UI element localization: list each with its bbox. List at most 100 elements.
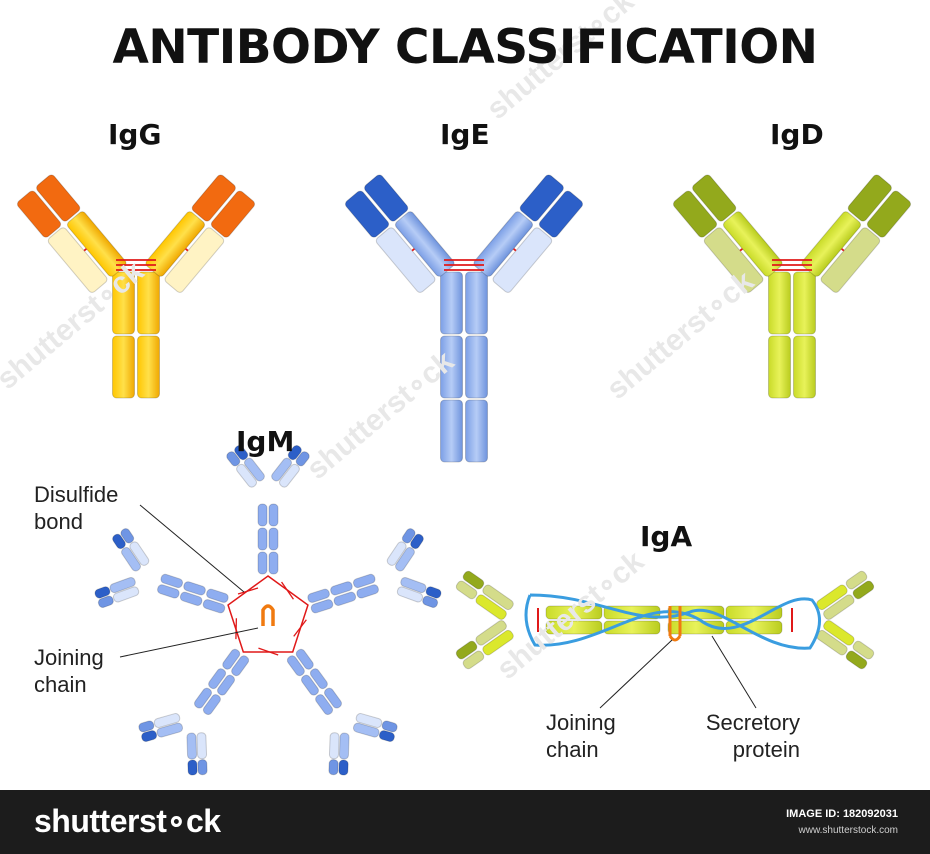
igm-arm bbox=[352, 713, 398, 742]
heavy-variable bbox=[36, 174, 81, 222]
note-line: protein bbox=[732, 737, 800, 762]
leader-line bbox=[119, 627, 259, 658]
image-id: IMAGE ID: 182092031 bbox=[786, 808, 898, 820]
igm-arm bbox=[186, 732, 208, 776]
light-variable bbox=[197, 759, 208, 776]
heavy-variable bbox=[287, 445, 302, 461]
heavy-chain-constant bbox=[137, 335, 160, 399]
disulfide-bond bbox=[411, 248, 415, 252]
heavy-chain-constant bbox=[206, 588, 229, 603]
heavy-chain bbox=[156, 722, 184, 738]
heavy-chain-constant bbox=[193, 687, 213, 709]
heavy-chain-constant bbox=[268, 551, 279, 575]
right-arm bbox=[145, 174, 256, 293]
disulfide-bond bbox=[841, 248, 845, 252]
light-chain bbox=[823, 594, 855, 620]
igg-antibody bbox=[16, 174, 256, 399]
heavy-chain-constant bbox=[112, 271, 135, 335]
heavy-chain-constant bbox=[465, 335, 488, 399]
heavy-chain-constant bbox=[112, 335, 135, 399]
light-chain bbox=[482, 584, 514, 611]
note-line: Joining bbox=[34, 645, 104, 670]
heavy-chain-constant bbox=[545, 605, 603, 620]
igm-arm bbox=[94, 576, 140, 608]
light-chain bbox=[153, 713, 181, 728]
note-line: Joining bbox=[546, 710, 616, 735]
joining-chain-note-iga: Joining chain bbox=[546, 709, 616, 763]
page-title: ANTIBODY CLASSIFICATION bbox=[112, 20, 818, 75]
heavy-chain-constant bbox=[465, 271, 488, 335]
heavy-chain-constant bbox=[330, 581, 353, 596]
heavy-chain-constant bbox=[300, 674, 320, 696]
iga-dimer bbox=[455, 570, 875, 670]
heavy-chain-constant bbox=[286, 655, 305, 677]
disulfide-bond bbox=[739, 248, 743, 252]
igm-monomer bbox=[138, 647, 279, 776]
note-line: chain bbox=[546, 737, 599, 762]
heavy-chain bbox=[395, 546, 415, 572]
iga-arm bbox=[455, 570, 514, 620]
heavy-chain-constant bbox=[793, 271, 816, 335]
heavy-variable bbox=[462, 650, 485, 670]
light-chain bbox=[475, 620, 507, 646]
heavy-chain-constant bbox=[202, 694, 221, 716]
disulfide-bond bbox=[281, 581, 294, 600]
heavy-chain-constant bbox=[257, 551, 268, 575]
heavy-chain-constant bbox=[310, 599, 334, 614]
heavy-chain bbox=[109, 576, 136, 594]
left-arm bbox=[672, 174, 783, 293]
heavy-chain bbox=[271, 457, 293, 482]
joining-chain bbox=[261, 604, 275, 626]
heavy-chain bbox=[243, 457, 265, 482]
disulfide-bond bbox=[237, 587, 259, 595]
light-chain bbox=[820, 227, 881, 293]
heavy-variable bbox=[187, 759, 198, 776]
heavy-variable bbox=[364, 174, 409, 222]
heavy-chain-constant bbox=[440, 399, 463, 463]
iga-label: IgA bbox=[640, 520, 693, 553]
heavy-chain-constant bbox=[793, 335, 816, 399]
site-url[interactable]: www.shutterstock.com bbox=[798, 825, 898, 836]
heavy-variable bbox=[519, 174, 564, 222]
disulfide-bond bbox=[258, 647, 279, 656]
heavy-chain-constant bbox=[309, 668, 328, 690]
heavy-chain-constant bbox=[465, 399, 488, 463]
ige-antibody bbox=[344, 174, 584, 463]
igm-arm bbox=[328, 732, 350, 776]
heavy-chain-constant bbox=[545, 620, 603, 635]
heavy-chain-constant bbox=[231, 655, 250, 677]
light-variable bbox=[672, 190, 718, 238]
light-variable bbox=[120, 528, 135, 544]
leader-line bbox=[599, 639, 673, 709]
light-variable bbox=[97, 595, 114, 608]
light-variable bbox=[538, 190, 584, 238]
heavy-chain-constant bbox=[440, 335, 463, 399]
left-arm bbox=[16, 174, 127, 293]
heavy-chain bbox=[338, 732, 350, 760]
light-chain bbox=[164, 227, 225, 293]
heavy-chain bbox=[121, 546, 141, 572]
igm-monomer bbox=[94, 528, 238, 640]
shutterstock-logo[interactable]: shutterst∘ck bbox=[34, 803, 221, 839]
heavy-variable bbox=[425, 586, 442, 599]
heavy-chain-constant bbox=[352, 573, 376, 589]
iga-arm bbox=[455, 620, 514, 670]
light-variable bbox=[16, 190, 62, 238]
heavy-variable bbox=[112, 533, 126, 550]
heavy-chain-constant bbox=[183, 581, 206, 596]
ige-label: IgE bbox=[440, 118, 490, 151]
heavy-variable bbox=[847, 174, 892, 222]
light-chain bbox=[355, 713, 383, 728]
leader-line bbox=[711, 635, 757, 709]
light-chain bbox=[386, 541, 407, 566]
heavy-variable bbox=[94, 586, 111, 599]
heavy-chain-constant bbox=[202, 599, 226, 614]
light-chain bbox=[328, 732, 340, 760]
igm-label: IgM bbox=[236, 425, 295, 458]
igm-monomer bbox=[281, 528, 442, 614]
igd-antibody bbox=[672, 174, 912, 399]
heavy-variable bbox=[845, 570, 868, 590]
heavy-chain-constant bbox=[257, 527, 268, 551]
light-variable bbox=[295, 451, 310, 467]
antibody-diagram bbox=[16, 174, 912, 776]
